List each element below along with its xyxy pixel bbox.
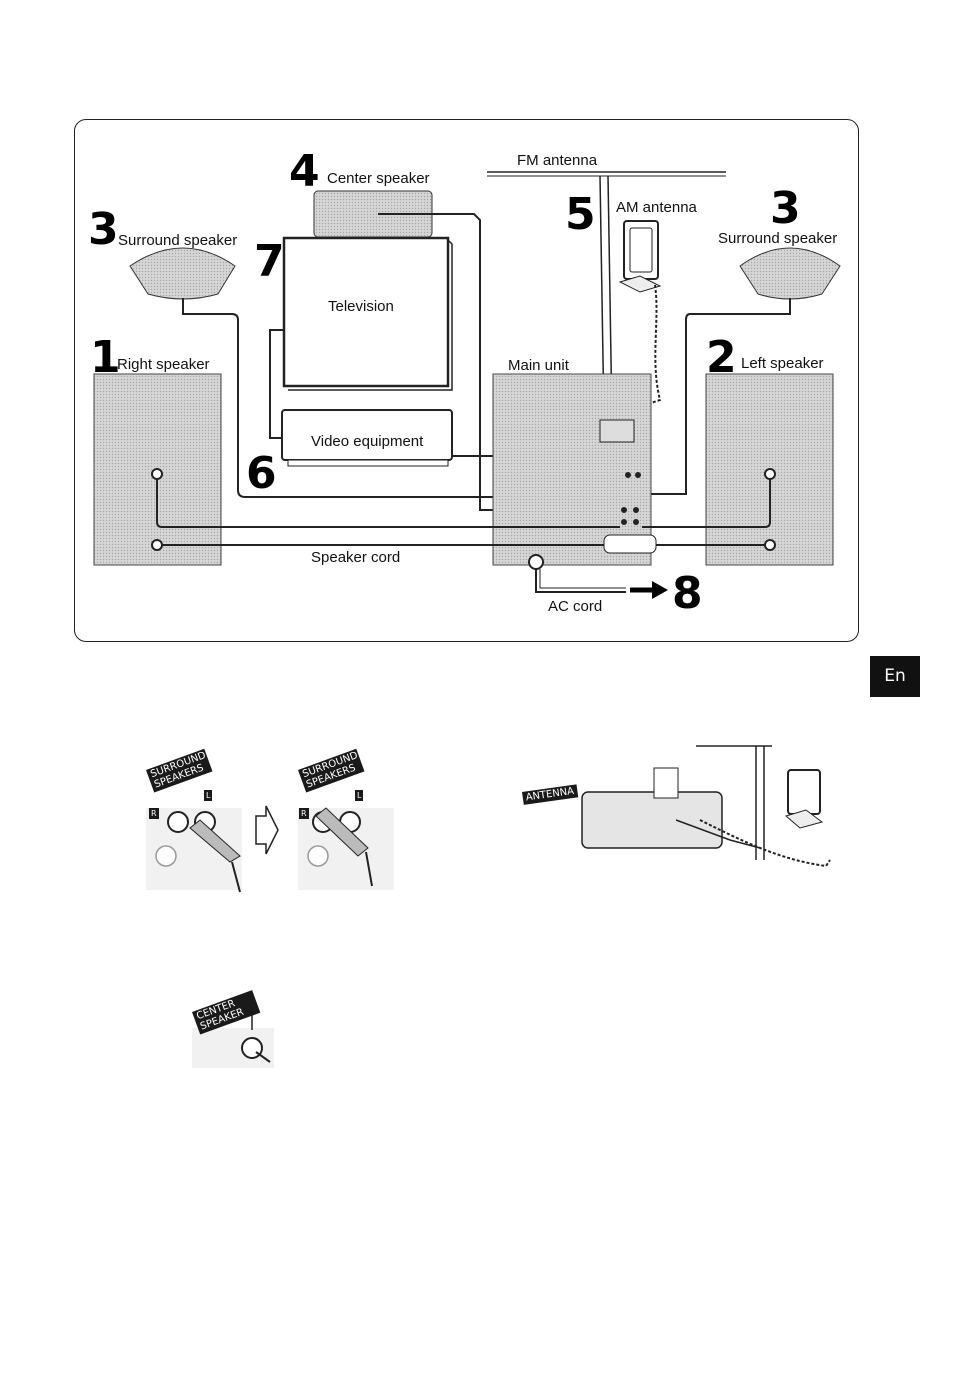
step-8-number: 8 bbox=[672, 572, 703, 616]
l-tag-a: L bbox=[204, 790, 212, 801]
language-tab: En bbox=[870, 656, 920, 697]
main-unit-label: Main unit bbox=[508, 357, 569, 374]
center-speaker-label: Center speaker bbox=[327, 170, 430, 187]
am-antenna-label: AM antenna bbox=[616, 199, 697, 216]
step-3-right-number: 3 bbox=[770, 187, 801, 231]
step-6-number: 6 bbox=[246, 452, 277, 496]
step-3-left-number: 3 bbox=[88, 208, 119, 252]
step-5-number: 5 bbox=[565, 193, 596, 237]
surround-speaker-left-label: Surround speaker bbox=[118, 232, 237, 249]
surround-speaker-left-shape bbox=[130, 248, 235, 299]
surround-jack-illustration-b bbox=[298, 808, 394, 890]
speaker-cord-label: Speaker cord bbox=[311, 549, 400, 566]
fm-antenna-label: FM antenna bbox=[517, 152, 597, 169]
video-equipment-label: Video equipment bbox=[311, 433, 423, 450]
r-tag-a: R bbox=[149, 808, 159, 819]
l-tag-b: L bbox=[355, 790, 363, 801]
surround-speaker-right-shape bbox=[740, 248, 840, 299]
right-speaker-label: Right speaker bbox=[117, 356, 210, 373]
antenna-terminal-illustration bbox=[582, 746, 830, 866]
television-label: Television bbox=[328, 298, 394, 315]
ac-cord-label: AC cord bbox=[548, 598, 602, 615]
left-speaker-label: Left speaker bbox=[741, 355, 824, 372]
step-2-number: 2 bbox=[706, 336, 737, 380]
step-7-number: 7 bbox=[254, 240, 285, 284]
surround-jack-illustration-a bbox=[146, 808, 242, 892]
r-tag-b: R bbox=[299, 808, 309, 819]
step-4-number: 4 bbox=[289, 150, 320, 194]
step-arrow-icon bbox=[256, 806, 278, 854]
surround-speaker-right-label: Surround speaker bbox=[718, 230, 837, 247]
